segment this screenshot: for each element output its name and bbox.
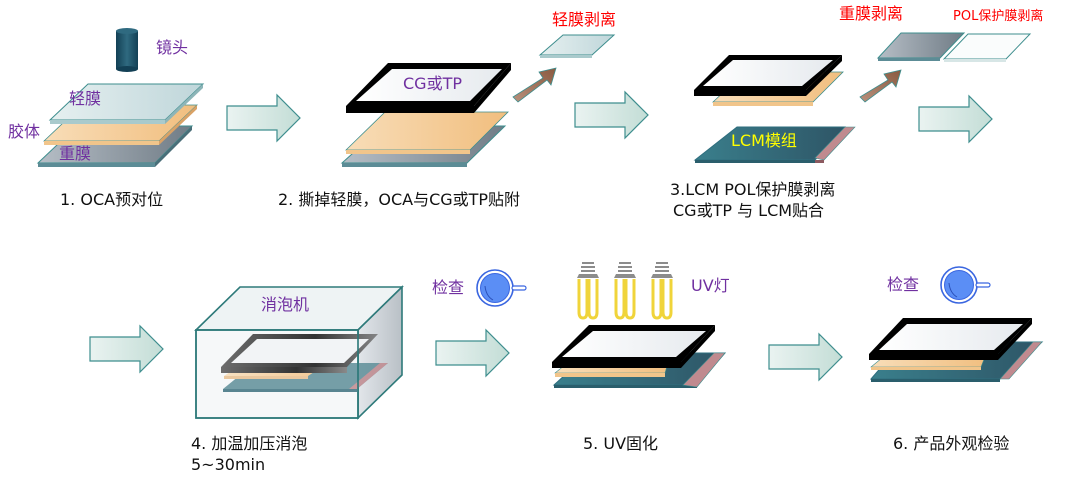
uv-lamp-label: UV灯	[691, 276, 730, 295]
magnifier-icon	[940, 266, 991, 304]
cover-glass-frame	[694, 55, 842, 96]
step-3-graphic	[693, 32, 1032, 163]
light-film-layer	[48, 83, 205, 124]
lens-icon	[116, 28, 138, 72]
lcm-label: LCM模组	[731, 131, 797, 150]
step-6-caption: 6. 产品外观检验	[893, 434, 1010, 453]
peel-arrow	[859, 69, 902, 103]
glue-label: 胶体	[8, 122, 41, 141]
cover-label: CG或TP	[403, 74, 462, 93]
cover-glass-frame	[552, 325, 715, 368]
flow-arrow	[435, 328, 510, 378]
flow-arrow	[574, 90, 649, 140]
inspect-label: 检查	[887, 275, 920, 294]
step-2-caption: 2. 撕掉轻膜，OCA与CG或TP贴附	[278, 190, 521, 209]
step-4-caption-line1: 4. 加温加压消泡	[191, 434, 308, 453]
uv-bulb-icon	[577, 262, 599, 320]
step-1-caption: 1. OCA预对位	[60, 190, 164, 209]
peeled-pol-film	[942, 33, 1032, 62]
uv-bulb-icon	[651, 262, 673, 320]
uv-bulb-icon	[614, 262, 636, 320]
step-4-graphic	[194, 285, 404, 420]
panel-inside-machine	[221, 334, 388, 392]
lcm-module	[693, 126, 856, 163]
heavy-film-label: 重膜	[59, 144, 92, 163]
cover-glass-frame	[346, 63, 511, 113]
heavy-film-peel-label: 重膜剥离	[839, 4, 904, 23]
light-film-label: 轻膜	[69, 89, 102, 108]
step-3-caption-line1: 3.LCM POL保护膜剥离	[670, 180, 836, 199]
lens-label: 镜头	[156, 38, 189, 57]
step-5-caption: 5. UV固化	[583, 434, 659, 453]
flow-arrow	[226, 93, 301, 143]
flow-arrow	[89, 324, 164, 374]
peeled-heavy-film	[876, 32, 966, 61]
magnifier-icon	[476, 269, 527, 307]
step-4-caption-line2: 5~30min	[191, 455, 266, 474]
step-2-graphic	[340, 34, 616, 167]
pol-peel-label: POL保护膜剥离	[953, 9, 1044, 24]
flow-arrow	[918, 94, 993, 144]
inspect-label: 检查	[432, 278, 465, 297]
step-5-graphic	[552, 262, 727, 388]
peeled-light-film	[538, 34, 616, 58]
step-6-graphic	[869, 318, 1044, 382]
cover-glass-frame	[869, 318, 1032, 360]
peel-arrow	[512, 67, 557, 103]
flow-arrow	[768, 332, 843, 382]
light-film-peel-label: 轻膜剥离	[552, 10, 617, 29]
step-1-graphic	[36, 28, 205, 167]
step-3-caption-line2: CG或TP 与 LCM贴合	[673, 201, 825, 220]
machine-label: 消泡机	[261, 295, 310, 314]
